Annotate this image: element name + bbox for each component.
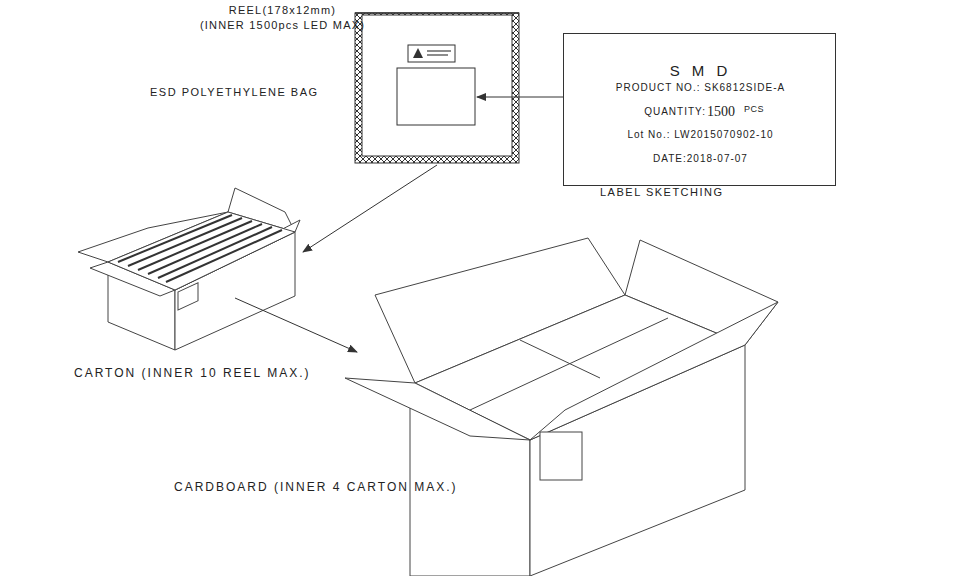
node-text: S M D	[564, 62, 837, 79]
esd-bag	[355, 13, 519, 163]
node-text: QUANTITY:	[636, 106, 706, 117]
flow-arrow	[477, 97, 563, 98]
node-text: LABEL SKETCHING	[600, 186, 800, 198]
node-text: REEL(178x12mm)	[180, 4, 385, 16]
node-text: CARDBOARD (INNER 4 CARTON MAX.)	[174, 480, 514, 494]
flow-arrow	[235, 298, 357, 352]
node-text: 1500	[707, 104, 747, 120]
package-item: CARTON (INNER 10 REEL MAX.)	[70, 185, 350, 385]
package-item: REEL(178x12mm) (INNER 1500pcs LED MAX)	[140, 2, 520, 165]
cardboard-box	[345, 238, 778, 576]
node-text: DATE:2018-07-07	[564, 153, 837, 164]
package-item: CARDBOARD (INNER 4 CARTON MAX.)	[170, 290, 780, 555]
node-text: PRODUCT NO.: SK6812SIDE-A	[564, 82, 837, 93]
node-text: (INNER 1500pcs LED MAX)	[180, 19, 385, 31]
label-box: S M D PRODUCT NO.: SK6812SIDE-A QUANTITY:1…	[563, 33, 836, 186]
flow-arrow	[303, 165, 437, 252]
small-carton	[78, 188, 300, 350]
node-text: CARTON (INNER 10 REEL MAX.)	[74, 366, 350, 380]
node-text: PCS	[744, 104, 774, 114]
reels	[118, 215, 282, 282]
part-label: ESD POLYETHYLENE BAG	[150, 86, 319, 98]
node-text: Lot No.: LW2015070902-10	[564, 129, 837, 140]
